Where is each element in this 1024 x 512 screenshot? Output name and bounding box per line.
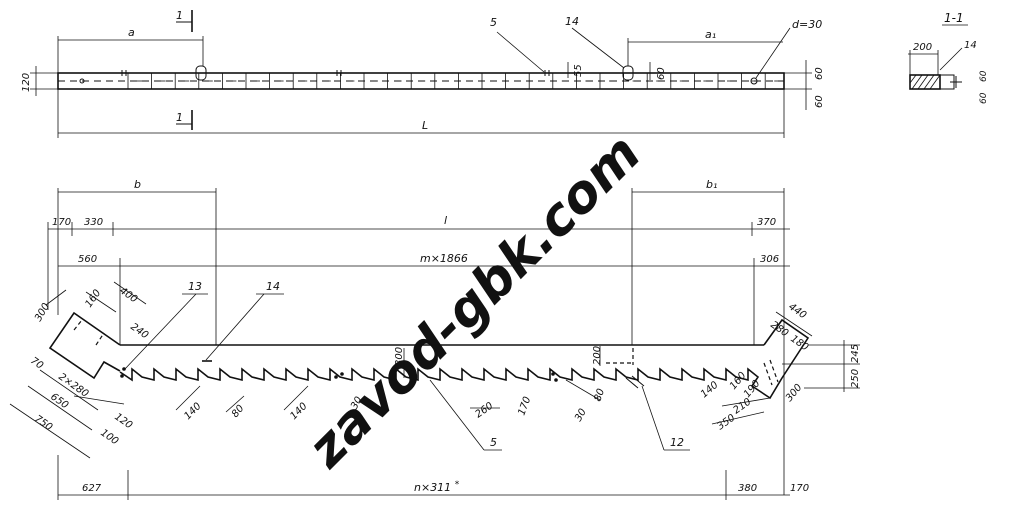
elev-bot-note: * [455, 480, 460, 490]
section-h-top: 60 [979, 70, 989, 82]
plan-tread-dividers [127, 73, 780, 89]
section-h-bottom: 60 [979, 92, 989, 104]
plan-dim-a1: a₁ [705, 28, 716, 41]
elev-left-300: 300 [33, 301, 52, 323]
elev-dim-306: 306 [760, 254, 779, 265]
elev-left-120: 120 [112, 411, 134, 431]
section-callout: 14 [964, 40, 977, 51]
elev-mid-80: 80 [230, 403, 247, 420]
elev-left-750: 750 [32, 413, 54, 433]
elev-right-300: 300 [784, 382, 805, 404]
plan-dim-55: 55 [573, 64, 584, 77]
watermark: zavod-gbk.com [296, 123, 653, 480]
elev-left-100: 100 [98, 427, 120, 447]
elev-right-440: 440 [786, 301, 808, 321]
elev-right-245: 245 [850, 344, 861, 363]
elev-mid-80b: 80 [592, 387, 607, 403]
plan-dim-L: L [422, 119, 428, 132]
elev-bot-n: n×311 * [414, 480, 460, 494]
elev-dim-b1: b₁ [706, 178, 717, 191]
elev-mid-30b: 30 [573, 407, 589, 424]
plan-callout-14: 14 [565, 15, 579, 28]
elev-left-400: 400 [117, 285, 139, 305]
elev-left-240: 240 [128, 321, 150, 341]
plan-height-right-bottom: 60 [814, 95, 825, 108]
elev-left-70: 70 [28, 355, 45, 371]
plan-section-mark-top: 1 [176, 9, 183, 22]
plan-height-right-top: 60 [814, 67, 825, 80]
plan-callout-5: 5 [490, 16, 497, 29]
elev-callout-14: 14 [266, 280, 280, 293]
elev-callout-13: 13 [188, 280, 202, 293]
elev-right-280: 280 [768, 319, 790, 339]
plan-view: a 1 1 a₁ d=30 5 14 55 60 120 60 60 [21, 9, 825, 138]
elev-dim-370: 370 [757, 217, 776, 228]
elev-left-end [48, 311, 121, 380]
elev-mid-200: 200 [592, 346, 603, 365]
elev-mid-140b: 140 [288, 401, 309, 422]
elev-left-650: 650 [48, 391, 70, 411]
elev-bot-627: 627 [82, 483, 102, 494]
elev-steps [119, 367, 760, 387]
elev-mid-170: 170 [516, 395, 533, 417]
plan-hole-label: d=30 [792, 18, 822, 31]
elev-mid-260: 260 [473, 400, 495, 420]
plan-dim-60: 60 [656, 67, 667, 80]
elev-right-250: 250 [850, 369, 861, 388]
elev-left-160: 160 [83, 288, 103, 310]
elev-mid-140a: 140 [182, 401, 203, 422]
elev-bot-170: 170 [790, 483, 809, 494]
elev-bot-380: 380 [738, 483, 757, 494]
elev-dim-l: l [444, 214, 447, 227]
section-1-1: 1-1 200 14 60 60 [908, 11, 989, 104]
section-title: 1-1 [944, 11, 964, 25]
elev-right-140: 140 [699, 380, 721, 401]
elev-dim-170: 170 [52, 217, 71, 228]
elev-mid-300: 300 [394, 347, 405, 366]
elev-dim-330: 330 [84, 217, 103, 228]
elev-dim-560: 560 [78, 254, 97, 265]
elev-dim-m: m×1866 [420, 252, 468, 265]
elev-callout-5: 5 [490, 436, 497, 449]
plan-dim-a: a [128, 26, 135, 39]
elev-steps-profile [119, 367, 760, 387]
plan-height-left: 120 [21, 73, 32, 92]
section-width: 200 [913, 42, 932, 53]
elev-right-end [751, 318, 810, 400]
plan-section-mark-bottom: 1 [176, 111, 183, 124]
elev-dim-b: b [134, 178, 141, 191]
elev-callout-12: 12 [670, 436, 684, 449]
